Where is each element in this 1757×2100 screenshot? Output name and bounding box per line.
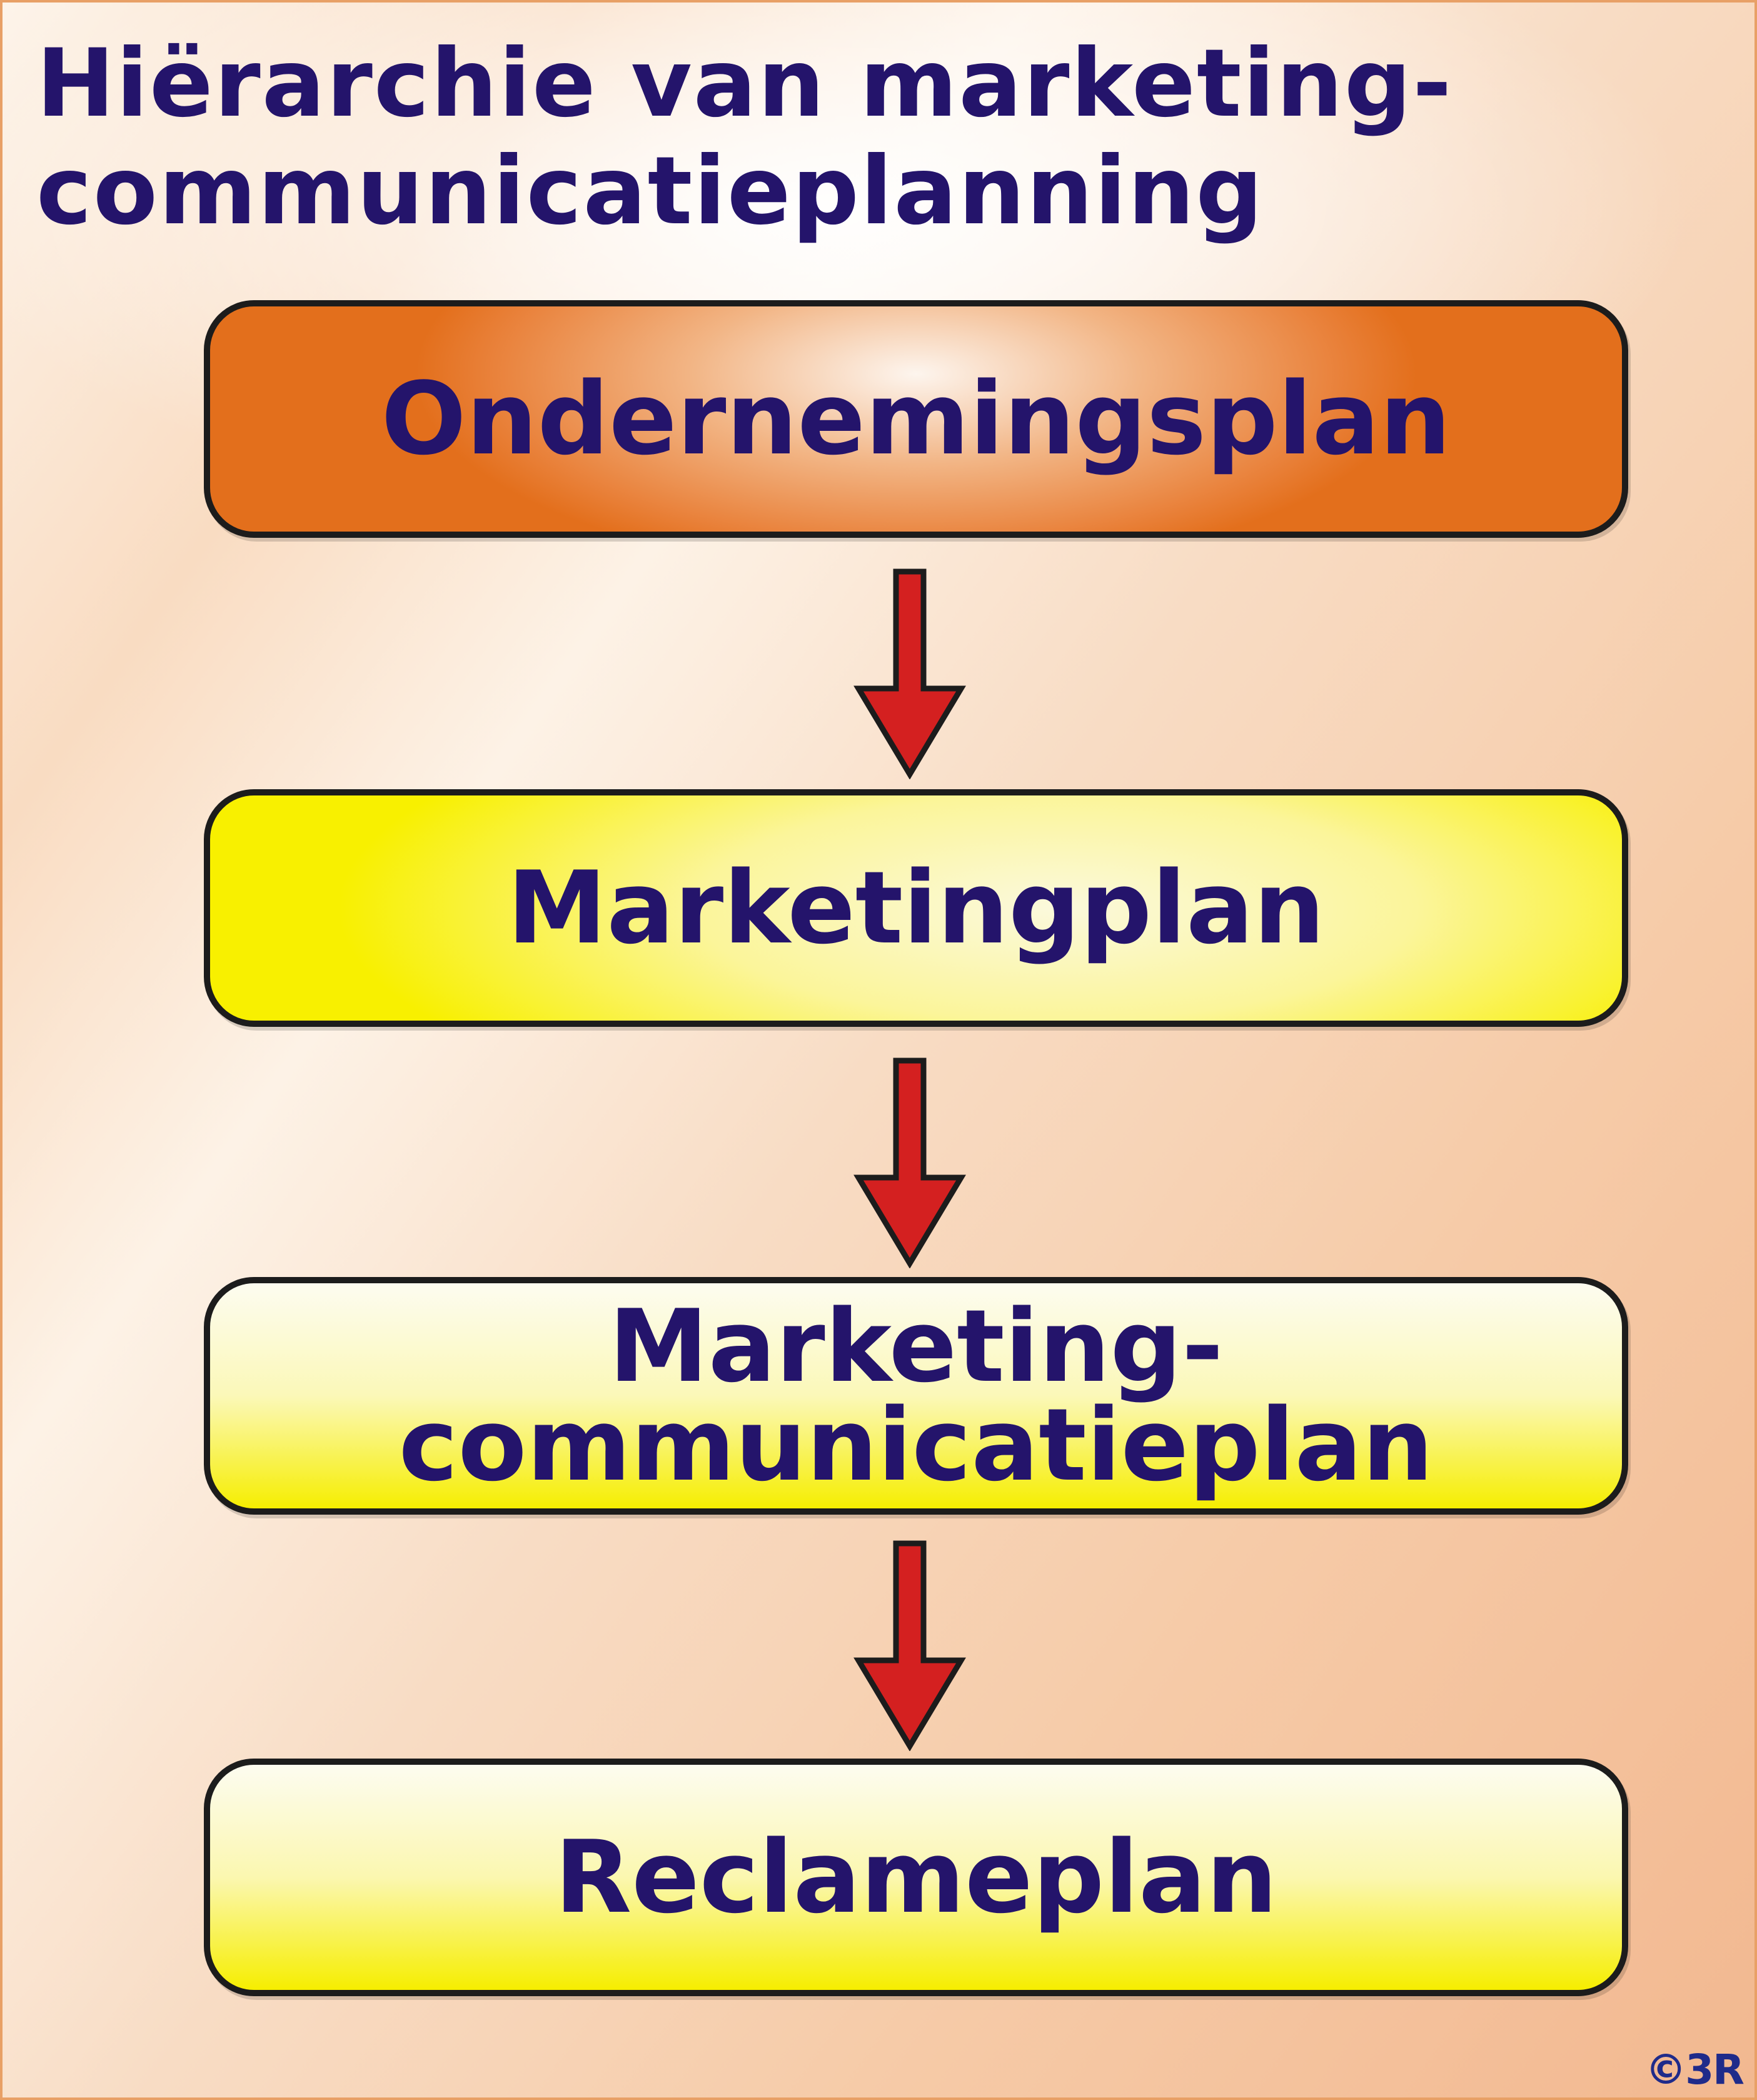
down-arrow-icon bbox=[853, 1058, 966, 1268]
arrow-shape bbox=[853, 568, 966, 779]
box-label: Reclameplan bbox=[555, 1819, 1277, 1936]
reclameplan-box: Reclameplan bbox=[204, 1759, 1628, 1996]
title-line-2: communicatieplanning bbox=[36, 137, 1264, 246]
down-arrow-icon bbox=[853, 568, 966, 779]
box-label-line-1: Marketing- bbox=[608, 1288, 1224, 1405]
marketingplan-box: Marketingplan bbox=[204, 789, 1628, 1027]
box-label: Marketingplan bbox=[507, 849, 1325, 966]
ondernemingsplan-box: Ondernemingsplan bbox=[204, 300, 1628, 538]
copyright-mark: ©3R bbox=[1645, 2046, 1744, 2094]
page-title: Hiërarchie van marketing- communicatiepl… bbox=[36, 30, 1724, 245]
arrow-shape bbox=[853, 1058, 966, 1268]
box-label: Ondernemingsplan bbox=[381, 360, 1451, 477]
box-label-line-2: communicatieplan bbox=[398, 1386, 1434, 1503]
arrow-shape bbox=[853, 1540, 966, 1751]
marketingcommunicatieplan-box: Marketing- communicatieplan bbox=[204, 1277, 1628, 1515]
down-arrow-icon bbox=[853, 1540, 966, 1751]
title-line-1: Hiërarchie van marketing- bbox=[36, 29, 1453, 138]
